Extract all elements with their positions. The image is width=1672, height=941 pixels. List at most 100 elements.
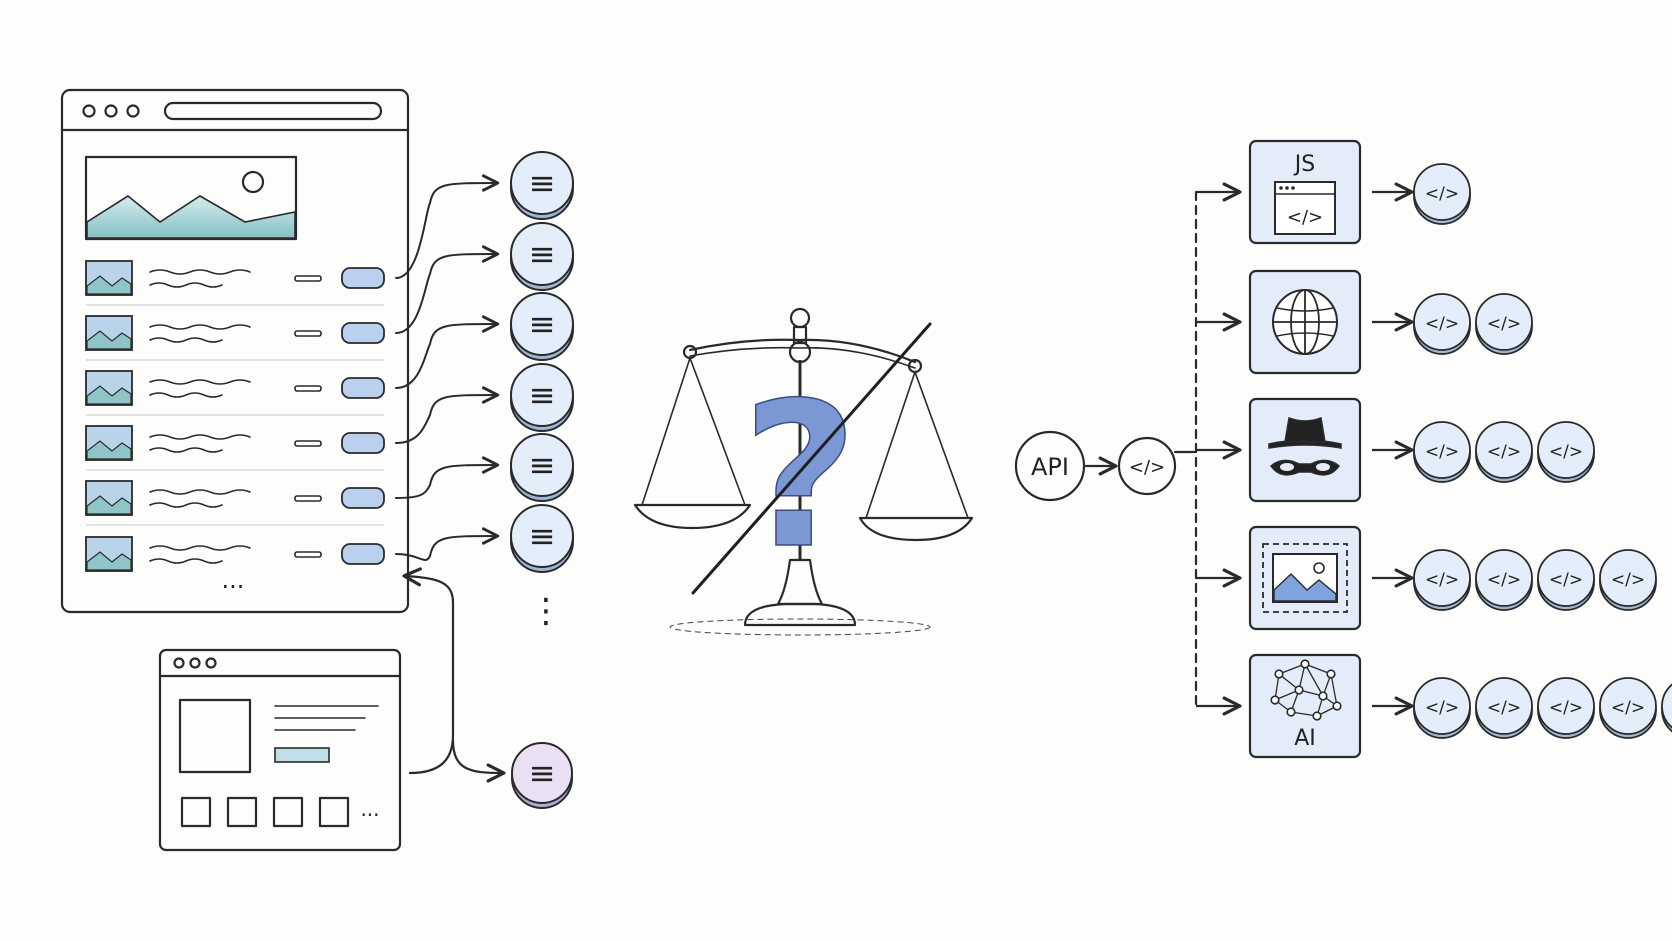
list-item bbox=[85, 386, 500, 471]
method-label: JS bbox=[1293, 152, 1315, 177]
code-icon: </> bbox=[1487, 570, 1521, 590]
code-icon: </> bbox=[1549, 698, 1583, 718]
list-icon: ≡ bbox=[529, 305, 556, 343]
row-action-pill bbox=[341, 487, 385, 509]
api-label: API bbox=[1031, 453, 1069, 481]
listing-rows bbox=[85, 174, 500, 572]
api-node: API bbox=[1014, 430, 1086, 502]
window-dot-icon bbox=[82, 104, 96, 118]
code-token: </> bbox=[1413, 421, 1471, 483]
code-token: </> bbox=[1475, 293, 1533, 355]
code-token: </> bbox=[1475, 421, 1533, 483]
row-text-line bbox=[149, 489, 251, 495]
row-request-arrow bbox=[395, 174, 500, 279]
code-token: </> bbox=[1537, 421, 1595, 483]
code-token: </> bbox=[1599, 677, 1657, 739]
code-icon: </> bbox=[1425, 570, 1459, 590]
row-request-arrow bbox=[395, 456, 500, 499]
row-request-arrow bbox=[395, 527, 500, 561]
image-frame-icon bbox=[1262, 543, 1348, 613]
list-icon: ≡ bbox=[529, 754, 556, 792]
code-token: </> bbox=[1413, 677, 1471, 739]
list-token: ≡ bbox=[510, 363, 574, 432]
detail-page-browser-window: ... bbox=[158, 648, 402, 852]
code-icon: </> bbox=[1129, 457, 1165, 478]
window-dot-icon bbox=[205, 657, 217, 669]
window-dot-icon bbox=[104, 104, 118, 118]
detail-token: ≡ bbox=[511, 742, 573, 809]
code-icon: </> bbox=[1487, 314, 1521, 334]
list-item bbox=[85, 245, 500, 361]
method-ai: AI</></></></></> bbox=[1196, 653, 1672, 759]
thumbs-ellipsis: ... bbox=[360, 797, 379, 821]
row-request-arrow bbox=[395, 315, 500, 389]
row-action-pill bbox=[341, 432, 385, 454]
code-token: </> bbox=[1475, 677, 1533, 739]
spy-incognito-icon bbox=[1268, 416, 1342, 476]
balance-scale-icon: ? bbox=[633, 307, 974, 636]
method-card bbox=[1248, 397, 1362, 503]
row-text-line bbox=[149, 558, 223, 564]
window-dot-icon bbox=[189, 657, 201, 669]
row-action-pill bbox=[341, 267, 385, 289]
listing-page-browser-window bbox=[60, 88, 410, 614]
list-token: ≡ bbox=[510, 222, 574, 291]
row-text-line bbox=[149, 545, 251, 551]
thumbnail bbox=[318, 796, 350, 828]
window-dot-icon bbox=[173, 657, 185, 669]
hero-image-icon bbox=[84, 155, 298, 241]
code-icon: </> bbox=[1425, 698, 1459, 718]
thumbnail bbox=[180, 796, 212, 828]
code-token: </> bbox=[1599, 549, 1657, 611]
list-icon: ≡ bbox=[529, 164, 556, 202]
list-icon: ≡ bbox=[529, 235, 556, 273]
method-image: </> </> </> </> bbox=[1196, 525, 1657, 631]
code-icon: </> bbox=[1549, 570, 1583, 590]
row-request-arrow bbox=[395, 245, 500, 334]
neural-network-icon bbox=[1270, 659, 1342, 721]
list-icon: ≡ bbox=[529, 446, 556, 484]
code-icon: </> bbox=[1487, 442, 1521, 462]
thumbnail bbox=[226, 796, 258, 828]
code-icon: </> bbox=[1487, 698, 1521, 718]
globe-icon bbox=[1272, 289, 1338, 355]
code-token: </> bbox=[1413, 293, 1471, 355]
list-item bbox=[85, 527, 500, 572]
code-token: </> bbox=[1475, 549, 1533, 611]
list-item bbox=[85, 315, 500, 416]
api-code-token: </> bbox=[1117, 436, 1177, 496]
window-dot-icon bbox=[126, 104, 140, 118]
row-action-pill bbox=[341, 322, 385, 344]
buy-button-shape bbox=[274, 747, 330, 763]
row-text-line bbox=[149, 337, 223, 343]
slash-line bbox=[691, 322, 932, 595]
method-label: AI bbox=[1294, 726, 1316, 751]
list-token: ≡ bbox=[510, 433, 574, 502]
row-price-dash bbox=[294, 495, 322, 502]
code-icon: </> bbox=[1549, 442, 1583, 462]
list-item bbox=[85, 174, 500, 306]
code-icon: </> bbox=[1611, 698, 1645, 718]
row-text-line bbox=[149, 282, 223, 288]
row-text-line bbox=[149, 392, 223, 398]
detail-request-connector bbox=[402, 567, 506, 783]
list-item bbox=[85, 456, 500, 526]
code-token: </> bbox=[1537, 549, 1595, 611]
row-text-line bbox=[149, 269, 251, 275]
list-token: ≡ bbox=[510, 151, 574, 220]
address-bar bbox=[163, 101, 383, 121]
method-web: </> </> bbox=[1196, 269, 1533, 375]
tokens-ellipsis: ⋮ bbox=[529, 591, 563, 631]
row-price-dash bbox=[294, 385, 322, 392]
list-icon: ≡ bbox=[529, 376, 556, 414]
row-price-dash bbox=[294, 440, 322, 447]
code-icon: </> bbox=[1611, 570, 1645, 590]
code-icon: </> bbox=[1425, 184, 1459, 204]
row-action-pill bbox=[341, 377, 385, 399]
row-text-line bbox=[149, 434, 251, 440]
code-token: </> bbox=[1413, 163, 1471, 225]
thumbnail bbox=[272, 796, 304, 828]
product-image-icon bbox=[178, 698, 252, 774]
rows-ellipsis: ... bbox=[222, 566, 245, 594]
row-request-arrow bbox=[395, 386, 500, 444]
